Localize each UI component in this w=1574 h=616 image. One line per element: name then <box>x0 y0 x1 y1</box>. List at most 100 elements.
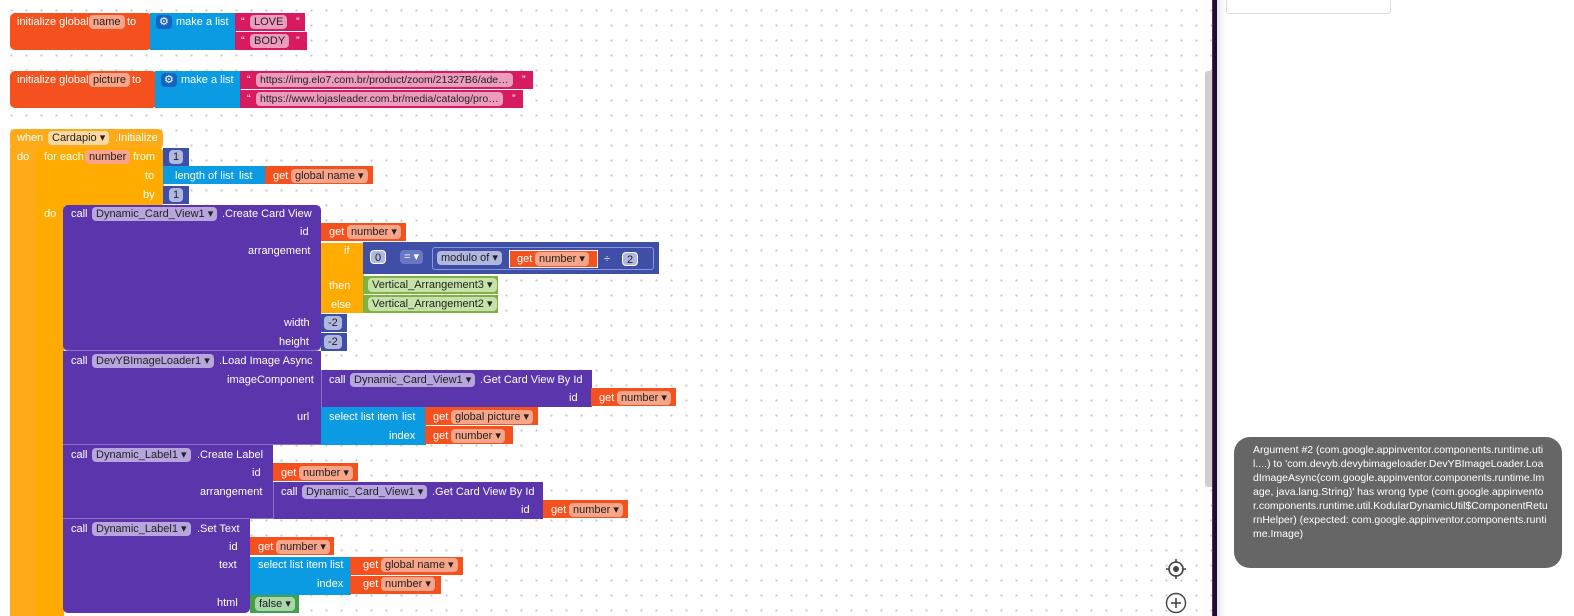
chevron-down-icon: ▾ <box>495 430 501 442</box>
component-name: DevYBImageLoader1 <box>96 355 202 367</box>
variable-dropdown[interactable]: global name ▾ <box>381 558 458 572</box>
variable-dropdown[interactable]: number ▾ <box>569 503 623 517</box>
global-name-field[interactable]: name <box>89 15 125 29</box>
chevron-down-icon: ▾ <box>523 411 530 423</box>
param-label: id <box>252 467 261 479</box>
error-tooltip: Argument #2 (com.google.appinventor.comp… <box>1234 437 1562 568</box>
variable-dropdown[interactable]: number ▾ <box>535 252 589 266</box>
chevron-down-icon: ▾ <box>661 392 667 404</box>
make-a-list-label: make a list <box>181 74 234 86</box>
chevron-down-icon: ▾ <box>486 298 493 310</box>
variable-name: number <box>303 467 341 479</box>
variable-dropdown[interactable]: global picture ▾ <box>451 410 534 424</box>
call-label: call <box>281 486 298 498</box>
component-dropdown[interactable]: Dynamic_Card_View1 ▾ <box>302 485 428 499</box>
chevron-down-icon: ▾ <box>320 541 326 553</box>
text-value[interactable]: https://img.elo7.com.br/product/zoom/213… <box>256 73 513 87</box>
get-label: get <box>329 226 345 238</box>
blocks-workspace[interactable]: initialize global name to ⚙ make a list … <box>0 0 1212 616</box>
variable-dropdown[interactable]: global name ▾ <box>291 169 368 183</box>
component-dropdown[interactable]: Cardapio ▾ <box>48 131 110 145</box>
component-dropdown[interactable]: Dynamic_Card_View1 ▾ <box>350 373 476 387</box>
global-picture-field[interactable]: picture <box>89 73 131 87</box>
component-dropdown[interactable]: Vertical_Arrangement3 ▾ <box>368 278 497 292</box>
locate-center-icon[interactable] <box>1165 558 1187 580</box>
quote: ” <box>512 93 516 105</box>
panel-divider[interactable] <box>1212 0 1217 616</box>
create-card-view-block[interactable] <box>63 205 321 351</box>
chevron-down-icon: ▾ <box>417 486 424 498</box>
param-label: html <box>217 597 238 609</box>
chevron-down-icon: ▾ <box>465 374 472 386</box>
number-value[interactable]: -2 <box>324 316 342 330</box>
component-dropdown[interactable]: DevYBImageLoader1 ▾ <box>92 354 214 368</box>
if-label: if <box>344 245 350 257</box>
variable-dropdown[interactable]: number ▾ <box>381 577 435 591</box>
text-value[interactable]: LOVE <box>250 15 288 29</box>
chevron-down-icon: ▾ <box>343 467 349 479</box>
by-value[interactable]: 1 <box>169 188 184 202</box>
method-name: .Get Card View By Id <box>480 374 583 386</box>
do-label: do <box>17 151 30 163</box>
modulo-dropdown[interactable]: modulo of ▾ <box>437 251 502 265</box>
number-value[interactable]: 0 <box>370 250 387 264</box>
text-value[interactable]: BODY <box>250 34 290 48</box>
variable-name: number <box>280 541 318 553</box>
panel-input[interactable] <box>1226 0 1391 14</box>
length-of-list-block[interactable] <box>163 166 266 184</box>
operator-dropdown[interactable]: = ▾ <box>400 250 424 264</box>
to-label: to <box>127 16 137 28</box>
variable-dropdown[interactable]: number ▾ <box>451 429 505 443</box>
param-label: imageComponent <box>227 374 314 386</box>
by-label: by <box>143 189 155 201</box>
component-dropdown[interactable]: Vertical_Arrangement2 ▾ <box>368 297 497 311</box>
component-dropdown[interactable]: Dynamic_Card_View1 ▾ <box>92 207 218 221</box>
variable-dropdown[interactable]: number ▾ <box>347 225 401 239</box>
chevron-down-icon: ▾ <box>613 504 619 516</box>
gear-icon[interactable]: ⚙ <box>161 73 177 87</box>
get-label: get <box>363 578 379 590</box>
get-label: get <box>433 430 449 442</box>
component-name: Vertical_Arrangement2 <box>372 298 484 310</box>
call-label: call <box>71 355 88 367</box>
chevron-down-icon: ▾ <box>492 252 498 264</box>
get-label: get <box>273 170 289 182</box>
modulo-block[interactable] <box>432 247 654 270</box>
variable-dropdown[interactable]: number ▾ <box>617 391 671 405</box>
boolean-dropdown[interactable]: false ▾ <box>255 597 295 611</box>
variable-dropdown[interactable]: number ▾ <box>299 466 353 480</box>
component-name: Dynamic_Label1 <box>96 523 178 535</box>
select-list-item-block[interactable] <box>250 557 351 595</box>
chevron-down-icon: ▾ <box>391 226 397 238</box>
gear-icon[interactable]: ⚙ <box>156 15 172 29</box>
number-value[interactable]: -2 <box>324 335 342 349</box>
for-each-body <box>36 204 64 616</box>
component-name: Dynamic_Card_View1 <box>96 208 205 220</box>
get-label: get <box>551 504 567 516</box>
if-then-else-block[interactable] <box>321 243 364 313</box>
vertical-scrollbar[interactable] <box>1205 71 1212 487</box>
param-label: text <box>219 559 237 571</box>
number-value[interactable]: 2 <box>622 252 639 266</box>
select-list-item-block[interactable] <box>321 407 426 445</box>
component-dropdown[interactable]: Dynamic_Label1 ▾ <box>92 522 191 536</box>
initialize-global-name-block[interactable] <box>10 13 152 50</box>
method-name: .Create Label <box>197 449 264 461</box>
chevron-down-icon: ▾ <box>99 132 106 144</box>
from-value[interactable]: 1 <box>169 150 184 164</box>
get-label: get <box>258 541 274 553</box>
initialize-global-picture-block[interactable] <box>10 71 157 108</box>
component-dropdown[interactable]: Dynamic_Label1 ▾ <box>92 448 191 462</box>
from-label: from <box>133 151 155 163</box>
loop-variable-field[interactable]: number <box>85 150 131 164</box>
else-label: else <box>331 299 352 311</box>
chevron-down-icon: ▾ <box>285 598 291 610</box>
variable-dropdown[interactable]: number ▾ <box>276 540 330 554</box>
text-value[interactable]: https://www.lojasleader.com.br/media/cat… <box>256 92 503 106</box>
zoom-in-icon[interactable] <box>1165 592 1187 614</box>
chevron-down-icon: ▾ <box>204 355 210 367</box>
chevron-down-icon: ▾ <box>486 279 493 291</box>
make-a-list-label: make a list <box>176 16 229 28</box>
variable-name: number <box>573 504 611 516</box>
call-label: call <box>329 374 346 386</box>
